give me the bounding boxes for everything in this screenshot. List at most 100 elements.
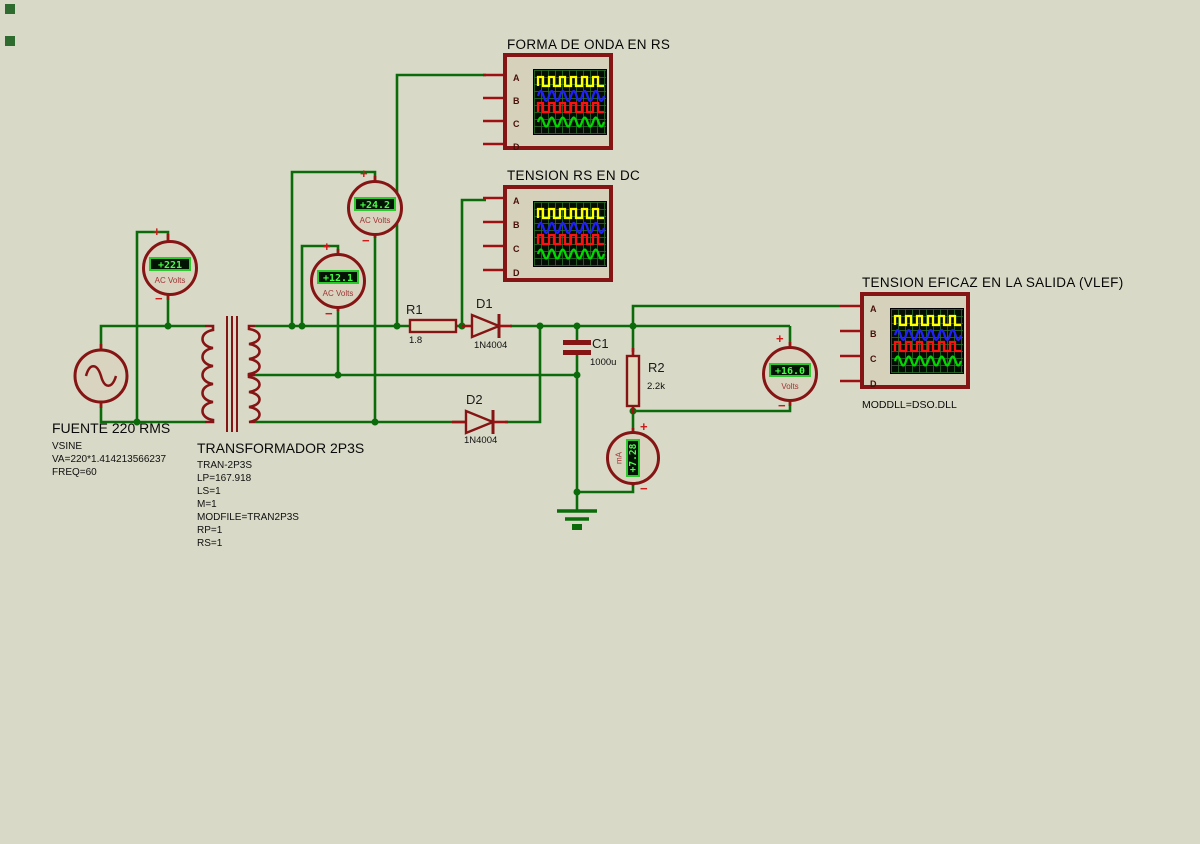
- source-param: VA=220*1.414213566237: [52, 454, 167, 465]
- transformer-params: TRAN-2P3S LP=167.918 LS=1 M=1 MODFILE=TR…: [197, 459, 299, 550]
- r1-value: 1.8: [409, 335, 423, 346]
- oscilloscope-tension-rs[interactable]: A B C D: [503, 185, 613, 282]
- c1-ref: C1: [592, 336, 609, 351]
- secondary-winding-upper: [247, 324, 261, 377]
- minus-mark: −: [155, 291, 163, 306]
- ammeter-unit: mA: [614, 452, 624, 464]
- scope-pin-a: A: [870, 304, 877, 314]
- transformer-param: RS=1: [197, 538, 223, 549]
- plus-mark: +: [776, 331, 784, 346]
- plus-mark: +: [360, 166, 368, 181]
- scope-pin-b: B: [870, 329, 877, 339]
- voltmeter-output[interactable]: +16.0 Volts: [762, 346, 818, 402]
- d2-value: 1N4004: [464, 435, 498, 446]
- sine-icon: [84, 365, 118, 387]
- voltmeter-display: +221: [149, 257, 191, 271]
- oscilloscope-salida-vlef[interactable]: A B C D: [860, 292, 970, 389]
- secondary-winding-lower: [247, 373, 261, 424]
- sheet-marker: [5, 4, 15, 14]
- voltmeter-unit: AC Volts: [359, 216, 391, 225]
- voltmeter-display: +12.1: [317, 270, 359, 284]
- scope3-model-note: MODDLL=DSO.DLL: [862, 399, 957, 411]
- scope-pin-d: D: [513, 268, 520, 278]
- transformer-symbol[interactable]: [201, 316, 261, 432]
- source-params: VSINE VA=220*1.414213566237 FREQ=60: [52, 440, 166, 479]
- pin-stubs: [99, 73, 860, 486]
- scope-pin-c: C: [870, 354, 877, 364]
- scope-trace: [536, 248, 606, 260]
- scope-trace: [536, 221, 606, 235]
- scope-pin-b: B: [513, 96, 520, 106]
- sheet-marker: [5, 36, 15, 46]
- source-param: VSINE: [52, 441, 83, 452]
- scope-pin-a: A: [513, 73, 520, 83]
- scope-trace: [536, 89, 606, 103]
- scope-trace: [893, 314, 961, 327]
- scope-pin-a: A: [513, 196, 520, 206]
- scope-pin-c: C: [513, 244, 520, 254]
- scope-trace: [536, 116, 606, 128]
- source-param: FREQ=60: [52, 467, 97, 478]
- transformer-title: TRANSFORMADOR 2P3S: [197, 440, 365, 456]
- voltmeter-secondary-half[interactable]: +12.1 AC Volts: [310, 253, 366, 309]
- oscilloscope-forma-de-onda[interactable]: A B C D: [503, 53, 613, 152]
- minus-mark: −: [362, 233, 370, 248]
- voltmeter-unit: AC Volts: [322, 289, 354, 298]
- scope-trace: [536, 75, 604, 88]
- voltmeter-display: +16.0: [769, 363, 811, 377]
- scope-screen: [890, 308, 964, 374]
- voltmeter-unit: Volts: [781, 382, 799, 391]
- d2-ref: D2: [466, 392, 483, 407]
- transformer-param: TRAN-2P3S: [197, 460, 253, 471]
- voltmeter-primary[interactable]: +221 AC Volts: [142, 240, 198, 296]
- r1-ref: R1: [406, 302, 423, 317]
- scope-pin-d: D: [870, 379, 877, 389]
- minus-mark: −: [640, 481, 648, 496]
- plus-mark: +: [323, 239, 331, 254]
- scope-trace: [893, 340, 961, 353]
- source-title: FUENTE 220 RMS: [52, 420, 171, 436]
- scope-pin-b: B: [513, 220, 520, 230]
- transformer-param: M=1: [197, 499, 217, 510]
- ammeter-load[interactable]: +7.28 mA: [606, 431, 660, 485]
- primary-winding: [201, 324, 215, 424]
- scope-pin-d: D: [513, 142, 520, 152]
- ammeter-display: +7.28: [626, 439, 640, 477]
- core: [226, 316, 238, 432]
- d1-value: 1N4004: [474, 340, 508, 351]
- scope-screen: [533, 201, 607, 267]
- diode-d2[interactable]: [452, 409, 508, 435]
- scope-screen: [533, 69, 607, 135]
- transformer-param: LP=167.918: [197, 473, 252, 484]
- transformer-param: MODFILE=TRAN2P3S: [197, 512, 299, 523]
- resistor-r1[interactable]: [408, 318, 458, 334]
- voltmeter-secondary-full[interactable]: +24.2 AC Volts: [347, 180, 403, 236]
- scope-trace: [536, 207, 604, 220]
- voltmeter-display: +24.2: [354, 197, 396, 211]
- scope1-title: FORMA DE ONDA EN RS: [507, 37, 671, 52]
- scope2-title: TENSION RS EN DC: [507, 168, 641, 183]
- scope-trace: [893, 355, 963, 367]
- diode-d1[interactable]: [462, 313, 512, 339]
- transformer-param: LS=1: [197, 486, 221, 497]
- r2-value: 2.2k: [647, 381, 665, 392]
- scope-trace: [536, 101, 604, 114]
- minus-mark: −: [778, 398, 786, 413]
- minus-mark: −: [325, 306, 333, 321]
- scope-pin-c: C: [513, 119, 520, 129]
- capacitor-c1[interactable]: [563, 340, 591, 355]
- r2-ref: R2: [648, 360, 665, 375]
- c1-value: 1000u: [590, 357, 617, 368]
- d1-ref: D1: [476, 296, 493, 311]
- voltmeter-unit: AC Volts: [154, 276, 186, 285]
- scope-trace: [893, 328, 963, 342]
- ac-source[interactable]: [73, 348, 129, 404]
- scope-trace: [536, 233, 604, 246]
- ground-symbol: [557, 509, 597, 530]
- transformer-param: RP=1: [197, 525, 223, 536]
- plus-mark: +: [153, 224, 161, 239]
- scope3-title: TENSION EFICAZ EN LA SALIDA (VLEF): [862, 275, 1124, 290]
- resistor-r2[interactable]: [625, 354, 641, 408]
